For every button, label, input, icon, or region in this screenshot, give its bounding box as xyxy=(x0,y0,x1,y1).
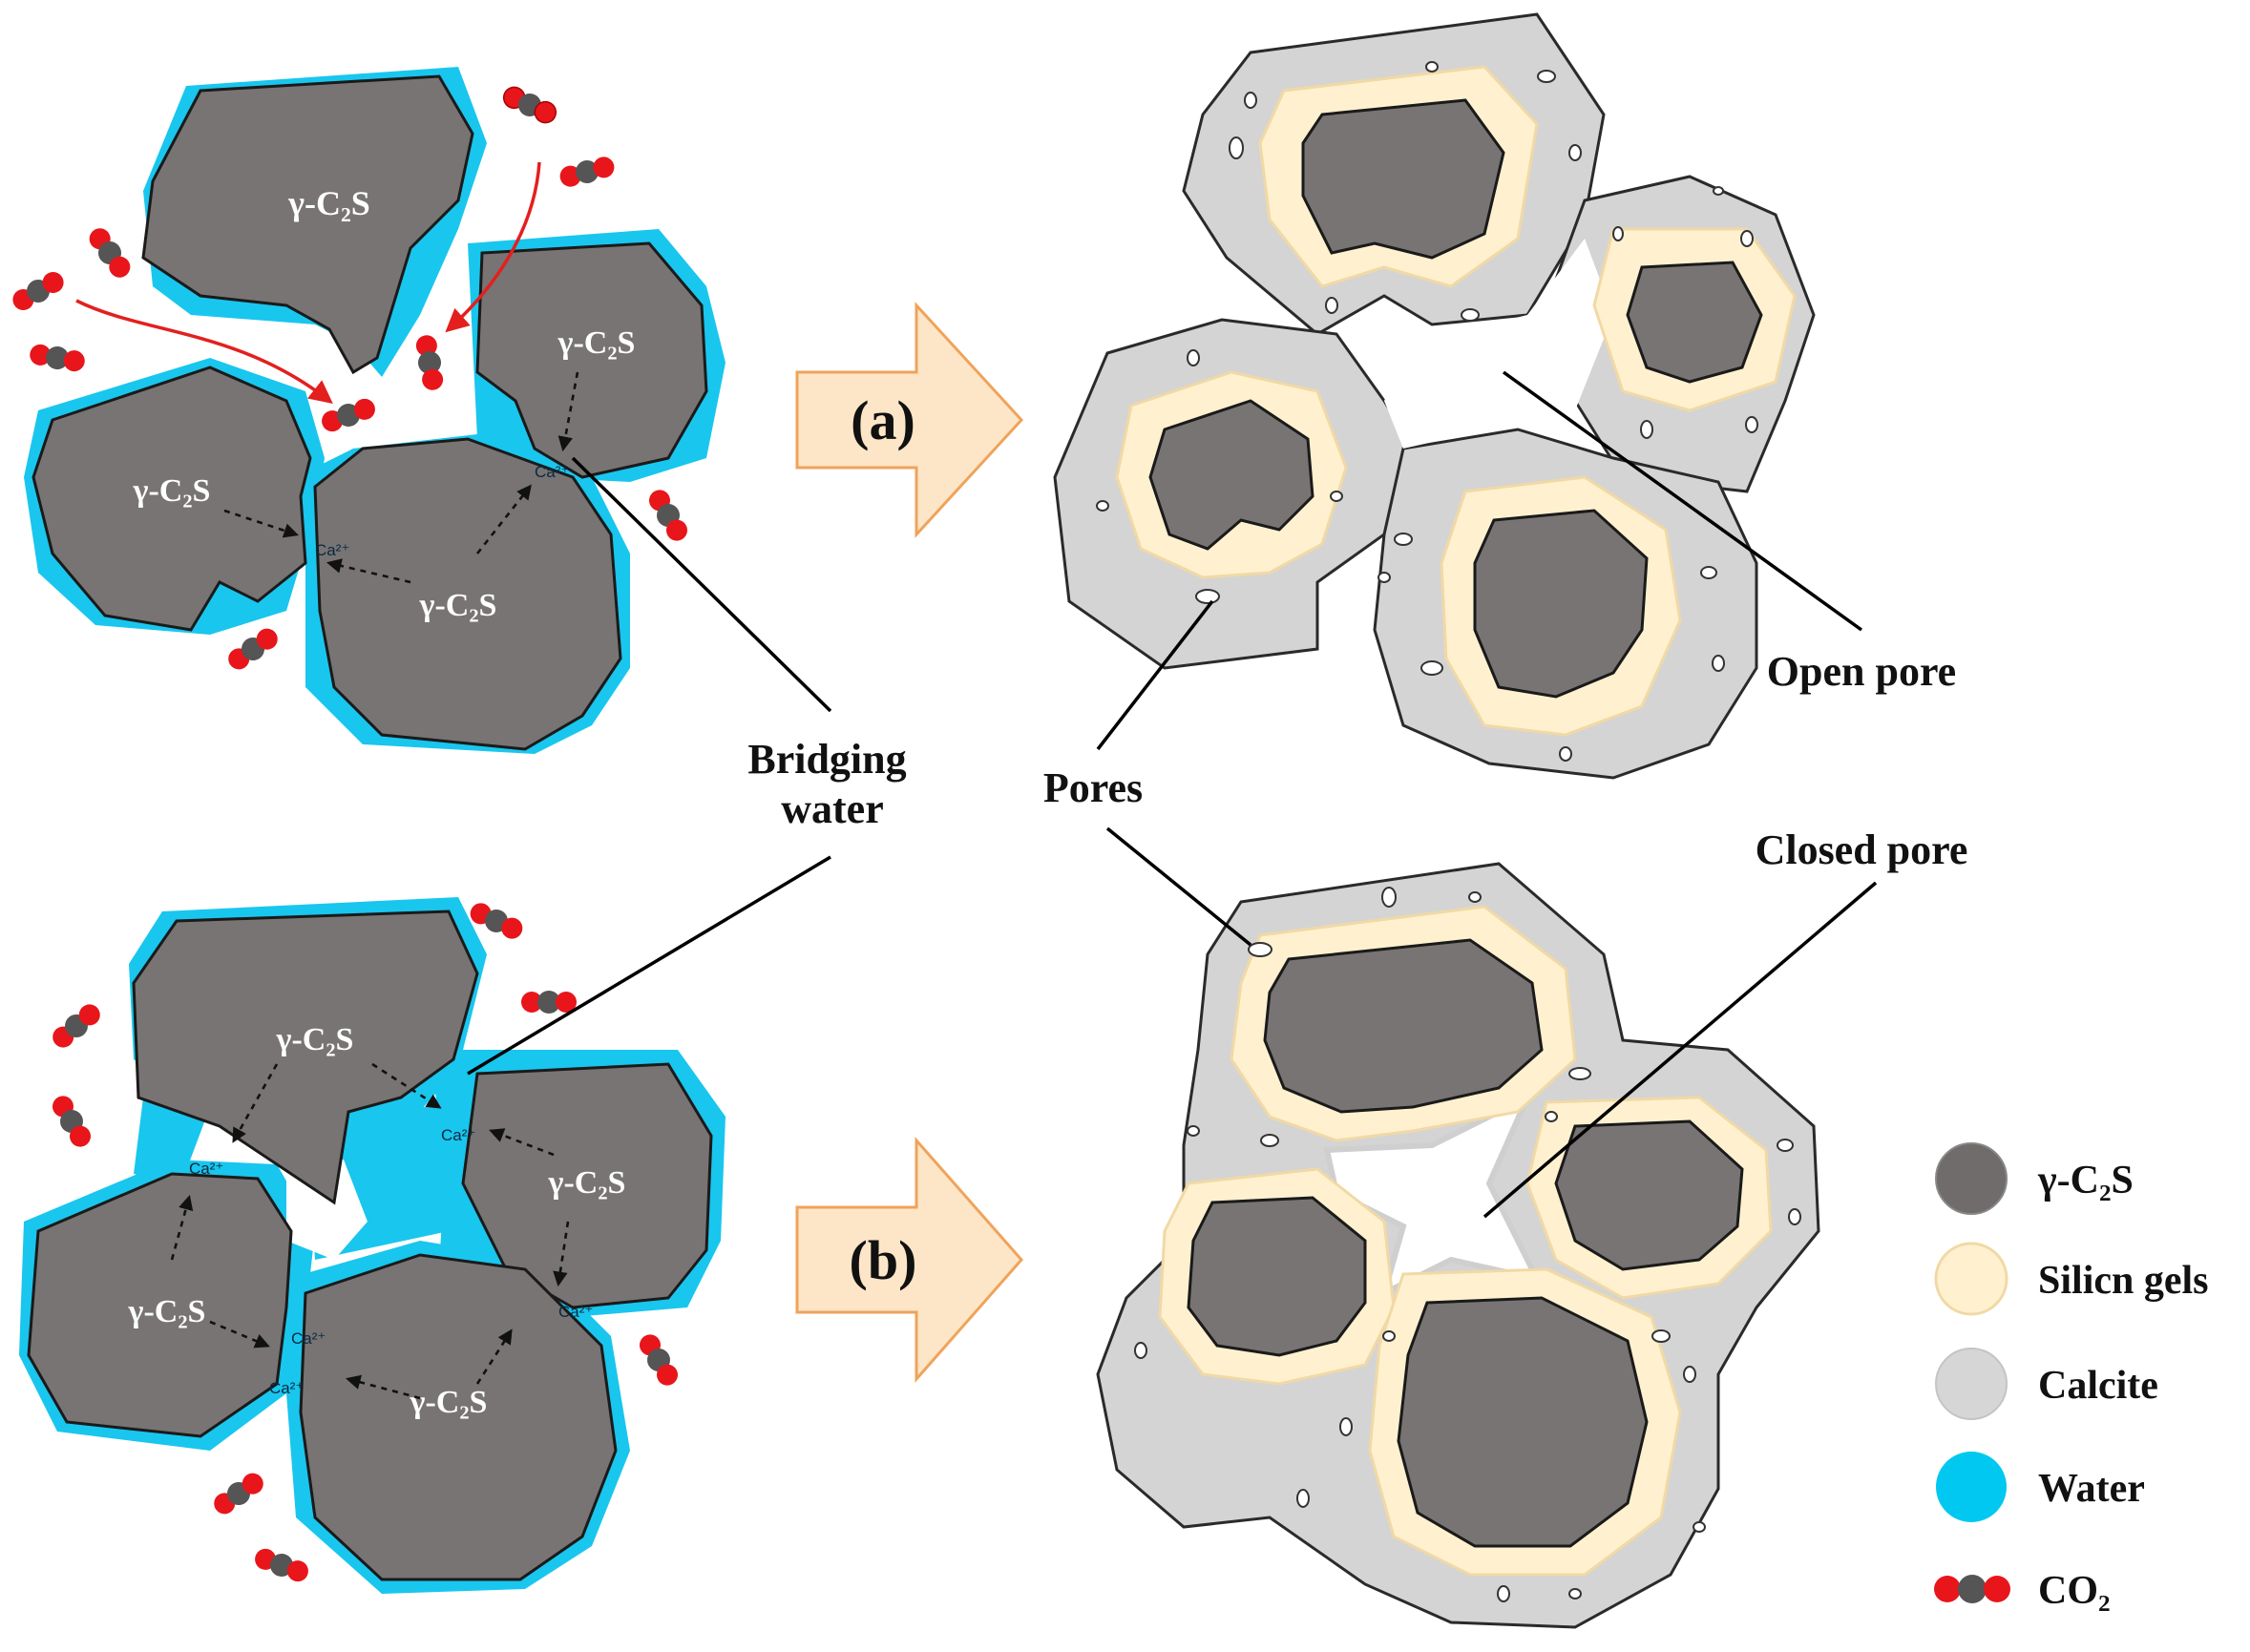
c2s-core-b3 xyxy=(1187,1196,1367,1357)
co2-molecule xyxy=(502,86,557,124)
annotations: Bridging water Pores Open pore Closed po… xyxy=(467,370,1968,1219)
grain-label-b4: γ-C₂S xyxy=(410,1385,488,1420)
c2s-core-a4 xyxy=(1473,509,1649,699)
co2-molecule xyxy=(12,272,64,310)
c2s-grain-a3 xyxy=(32,366,312,632)
co2-molecule xyxy=(322,398,375,432)
ion-label-a2: Ca²⁺ xyxy=(315,541,349,559)
co2-molecule xyxy=(255,1548,308,1582)
co2-molecule xyxy=(415,335,444,390)
c2s-core-a2 xyxy=(1626,261,1763,384)
diffusion-arrow-b2 xyxy=(232,1063,279,1143)
leader-open-pore xyxy=(1502,370,1863,632)
legend-swatch-calcite xyxy=(1935,1348,2008,1420)
grain-label-b1: γ-C₂S xyxy=(276,1022,354,1057)
co2-molecule xyxy=(640,1334,678,1386)
c2s-grain-a4 xyxy=(313,437,622,751)
diffusion-arrow-a3 xyxy=(475,484,532,554)
legend-label-co2: CO₂ xyxy=(2038,1569,2111,1613)
diffusion-arrow-a1 xyxy=(557,371,579,452)
panel-b-carbonated xyxy=(1096,862,1820,1629)
process-arrow-b: (b) xyxy=(795,1137,1023,1383)
legend-swatch-silica-gel xyxy=(1934,1242,2008,1316)
legend-swatch-c2s xyxy=(1935,1142,2008,1215)
panel-b-particles: γ-C₂S γ-C₂S γ-C₂S γ-C₂S Ca²⁺ Ca²⁺ Ca²⁺ C… xyxy=(19,897,725,1594)
leader-closed-pore xyxy=(1482,881,1878,1219)
leader-bridging-water-a xyxy=(571,456,832,713)
co2-molecules xyxy=(12,86,687,1582)
leader-bridging-water-b xyxy=(467,855,831,1076)
grain-label-a3: γ-C₂S xyxy=(133,473,211,509)
co2-molecule xyxy=(30,344,85,372)
co2-molecule xyxy=(470,903,523,939)
bridging-water-label: Bridging water xyxy=(747,736,916,832)
co2-flow-arrow-2 xyxy=(445,161,541,333)
co2-molecule xyxy=(228,628,278,670)
c2s-grain-a1 xyxy=(141,74,474,375)
ion-label-b3: Ca²⁺ xyxy=(558,1303,593,1321)
process-arrow-a: (a) xyxy=(795,302,1024,538)
c2s-grain-a2 xyxy=(475,241,708,479)
co2-molecule xyxy=(214,1473,263,1515)
legend-label-silica-gel: Silicn gels xyxy=(2038,1259,2209,1303)
process-arrow-b-label: (b) xyxy=(850,1229,917,1291)
legend-label-c2s: γ-C₂S xyxy=(2037,1159,2134,1202)
leader-pores-b xyxy=(1105,826,1252,947)
legend-label-calcite: Calcite xyxy=(2038,1364,2158,1408)
co2-molecule xyxy=(89,228,131,278)
co2-molecule xyxy=(53,1096,91,1147)
leader-pores-a xyxy=(1096,599,1214,751)
bridging-water-label-line2: water xyxy=(781,785,884,832)
c2s-grain-b1 xyxy=(132,910,479,1205)
panel-a-particles: γ-C₂S γ-C₂S γ-C₂S γ-C₂S Ca²⁺ Ca²⁺ xyxy=(24,67,725,754)
legend: γ-C₂S Silicn gels Calcite Water CO₂ xyxy=(1934,1142,2209,1613)
open-pore-gap xyxy=(1384,239,1613,449)
diffusion-arrow-b8 xyxy=(345,1374,421,1400)
process-arrow-a-label: (a) xyxy=(851,389,915,451)
grain-label-b2: γ-C₂S xyxy=(548,1165,626,1201)
legend-swatch-co2 xyxy=(1934,1575,2010,1603)
diffusion-arrow-a4 xyxy=(326,558,411,584)
c2s-grain-b3 xyxy=(27,1172,293,1438)
c2s-core-b1 xyxy=(1263,938,1544,1114)
c2s-core-a3 xyxy=(1148,399,1314,551)
co2-molecule xyxy=(559,157,615,187)
micro-pores-b xyxy=(1134,887,1801,1602)
co2-molecule xyxy=(53,1004,100,1048)
c2s-grain-b2 xyxy=(461,1062,713,1309)
c2s-core-b4 xyxy=(1397,1296,1649,1548)
co2-molecule xyxy=(521,991,577,1014)
pores-label: Pores xyxy=(1043,764,1143,811)
open-pore-label: Open pore xyxy=(1767,648,1956,695)
co2-molecule xyxy=(649,490,687,541)
diffusion-arrow-a2 xyxy=(223,509,299,538)
legend-label-water: Water xyxy=(2038,1467,2145,1511)
ion-label-a1: Ca²⁺ xyxy=(535,463,569,481)
c2s-core-b2 xyxy=(1554,1119,1744,1271)
c2s-grain-b4 xyxy=(299,1253,618,1581)
micro-pores-a xyxy=(1096,61,1758,762)
grain-label-a1: γ-C₂S xyxy=(287,184,370,222)
closed-pore-label: Closed pore xyxy=(1756,826,1968,873)
grain-label-a2: γ-C₂S xyxy=(557,325,636,361)
ion-label-b5: Ca²⁺ xyxy=(269,1379,304,1397)
c2s-core-a1 xyxy=(1301,98,1505,260)
grain-label-a4: γ-C₂S xyxy=(419,588,497,623)
legend-swatch-water xyxy=(1936,1452,2007,1522)
ion-label-b2: Ca²⁺ xyxy=(189,1160,223,1178)
ion-label-b1: Ca²⁺ xyxy=(441,1126,475,1144)
diffusion-arrow-b1 xyxy=(371,1062,442,1109)
grain-label-b3: γ-C₂S xyxy=(128,1294,206,1329)
co2-flow-arrow-1 xyxy=(75,299,333,405)
panel-a-carbonated xyxy=(1053,12,1816,780)
ion-label-b4: Ca²⁺ xyxy=(291,1329,326,1348)
bridging-water-label-line1: Bridging xyxy=(747,736,906,783)
